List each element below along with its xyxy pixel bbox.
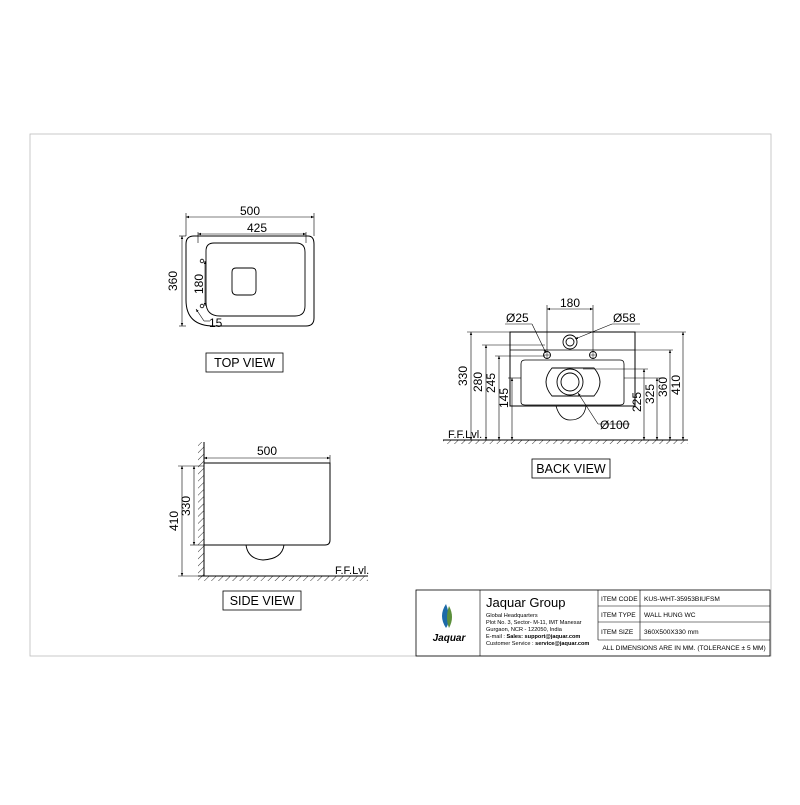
dim-410-side: 410 bbox=[167, 511, 181, 531]
back-view: F.F.Lvl. 180 Ø25 Ø58 Ø100 bbox=[443, 296, 688, 479]
dim-dia-58: Ø58 bbox=[613, 311, 636, 325]
dim-180-back: 180 bbox=[560, 296, 580, 310]
top-view-outline bbox=[185, 235, 315, 327]
top-view-seat bbox=[205, 242, 306, 317]
side-view-outlet bbox=[245, 544, 285, 561]
address-line-2: Plot No. 3, Sector- M-11, IMT Manesar bbox=[486, 620, 582, 626]
jaquar-logo: Jaquar bbox=[433, 604, 467, 644]
dim-280: 280 bbox=[471, 372, 485, 392]
dim-325: 325 bbox=[643, 384, 657, 404]
back-view-spigot bbox=[555, 405, 587, 421]
dim-dia-25: Ø25 bbox=[506, 311, 529, 325]
dim-330-side: 330 bbox=[179, 496, 193, 516]
side-view: F.F.Lvl. 500 410 330 SIDE VIEW bbox=[167, 442, 369, 611]
dim-225: 225 bbox=[630, 392, 644, 412]
back-inlet-inner bbox=[565, 337, 575, 347]
dim-360-top: 360 bbox=[166, 271, 180, 291]
back-view-front-face bbox=[520, 359, 625, 406]
service-line: Customer Service : service@jaquar.com bbox=[486, 641, 589, 647]
side-floor-label: F.F.Lvl. bbox=[335, 565, 369, 577]
logo-wordmark: Jaquar bbox=[433, 633, 467, 644]
side-wall-hatch bbox=[198, 442, 204, 576]
back-view-label: BACK VIEW bbox=[536, 462, 606, 476]
back-floor-label: F.F.Lvl. bbox=[448, 429, 482, 441]
item-type-label: ITEM TYPE bbox=[601, 612, 636, 619]
dim-dia-100: Ø100 bbox=[600, 418, 630, 432]
top-view-label: TOP VIEW bbox=[214, 356, 275, 370]
item-type-value: WALL HUNG WC bbox=[644, 612, 696, 619]
dim-500-side: 500 bbox=[257, 444, 277, 458]
dim-145: 145 bbox=[497, 388, 511, 408]
back-outlet-inner bbox=[560, 372, 580, 392]
address-line-1: Global Headquarters bbox=[486, 613, 538, 619]
back-view-outlet-ring bbox=[545, 367, 601, 397]
back-view-label-box bbox=[531, 458, 611, 479]
side-view-label: SIDE VIEW bbox=[230, 594, 295, 608]
email-line: E-mail : Sales: support@jaquar.com bbox=[486, 634, 580, 640]
company-name: Jaquar Group bbox=[486, 595, 566, 610]
top-fix-hole-lower bbox=[199, 303, 205, 309]
top-fix-hole-upper bbox=[199, 258, 205, 264]
dim-360-back: 360 bbox=[656, 377, 670, 397]
back-floor-hatch bbox=[443, 440, 688, 444]
dimensions-note: ALL DIMENSIONS ARE IN MM. (TOLERANCE ± 5… bbox=[602, 645, 765, 652]
top-view: 500 425 360 180 15 TOP VIEW bbox=[166, 204, 315, 373]
back-inlet-outer bbox=[562, 334, 578, 350]
title-block: Jaquar Jaquar Group Global Headquarters … bbox=[415, 589, 771, 657]
dim-245: 245 bbox=[484, 373, 498, 393]
side-view-body bbox=[204, 462, 331, 546]
dim-410-back: 410 bbox=[669, 375, 683, 395]
top-view-bowl bbox=[231, 267, 257, 296]
item-code-value: KUS-WHT-35953BIUFSM bbox=[644, 596, 720, 603]
side-view-label-box bbox=[222, 590, 302, 611]
dim-425: 425 bbox=[247, 221, 267, 235]
dim-330-back: 330 bbox=[456, 366, 470, 386]
dim-500-top: 500 bbox=[240, 204, 260, 218]
item-size-value: 360X500X330 mm bbox=[644, 629, 699, 636]
back-outlet-outer bbox=[556, 368, 584, 396]
top-view-label-box bbox=[205, 352, 284, 373]
address-line-3: Gurgaon, NCR - 122050, India bbox=[486, 627, 563, 633]
item-code-label: ITEM CODE bbox=[601, 596, 638, 603]
side-floor-hatch bbox=[198, 576, 368, 581]
sheet-border bbox=[29, 133, 772, 657]
dim-15: 15 bbox=[209, 316, 223, 330]
dim-180-top: 180 bbox=[192, 274, 206, 294]
item-size-label: ITEM SIZE bbox=[601, 629, 634, 636]
